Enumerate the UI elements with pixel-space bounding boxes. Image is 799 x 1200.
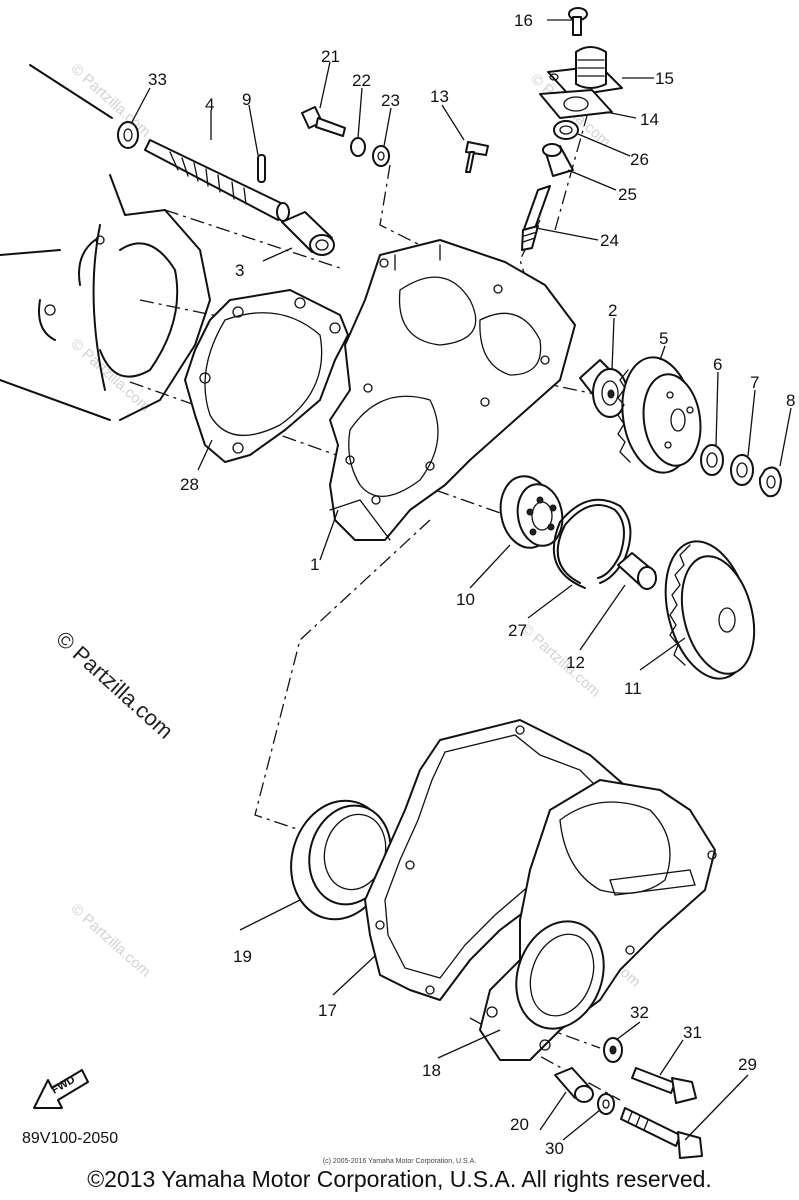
callout-20: 20 [510,1115,529,1134]
callout-11: 11 [624,679,642,698]
callout-4: 4 [205,95,214,114]
callout-15: 15 [655,69,674,88]
part-16-screw [568,7,588,36]
callout-14: 14 [640,110,659,129]
part-7-washer [730,454,754,486]
engine-block-outline [0,64,211,421]
footer-copyright: ©2013 Yamaha Motor Corporation, U.S.A. A… [87,1166,712,1192]
callout-29: 29 [738,1055,757,1074]
tiny-credit: (c) 2005-2016 Yamaha Motor Corporation, … [322,1158,477,1165]
callout-8: 8 [786,391,795,410]
part-28-gasket [184,289,349,463]
callout-7: 7 [750,373,759,392]
callout-17: 17 [318,1001,337,1020]
callout-2: 2 [608,301,617,320]
part-25-bushing [542,143,574,177]
part-9-pin [257,154,266,183]
callout-9: 9 [242,90,251,109]
callout-5: 5 [659,329,668,348]
part-27-circlip [552,498,632,589]
callout-21: 21 [321,47,340,66]
callout-16: 16 [514,11,533,30]
callout-1: 1 [310,555,319,574]
part-19-seal [290,799,392,921]
watermark-text: © Partzilla.com [67,335,153,415]
part-22-spring-washer [350,137,366,157]
callout-33: 33 [148,70,167,89]
part-3-collar [281,211,335,256]
callout-numbers: 33 4 9 3 21 22 23 13 16 15 14 26 25 24 2… [148,11,795,1158]
part-12-dowel [617,552,657,590]
part-8-circlip [758,466,782,498]
callout-6: 6 [713,355,722,374]
part-29-bolt [620,1107,703,1159]
part-1-case [329,239,576,541]
part-26-seal [553,120,579,140]
part-33-washer [117,121,139,149]
watermark-text: © Partzilla.com [67,900,153,980]
callout-30: 30 [545,1139,564,1158]
part-15-flange [547,46,623,97]
callout-19: 19 [233,947,252,966]
leader-lines [131,19,792,1141]
part-6-lock-washer [700,444,724,476]
callout-26: 26 [630,150,649,169]
callout-25: 25 [618,185,637,204]
diagram-code: 89V100-2050 [22,1130,119,1147]
part-21-bolt [301,106,346,137]
part-30-washer [597,1093,615,1115]
callout-28: 28 [180,475,199,494]
callout-3: 3 [235,261,244,280]
part-32-washer [603,1037,623,1063]
callout-27: 27 [508,621,527,640]
callout-31: 31 [683,1023,702,1042]
part-24-worm-shaft [521,185,551,251]
part-11-gear [664,540,756,680]
part-18-cover [479,779,717,1061]
callout-23: 23 [381,91,400,110]
part-23-washer [372,145,390,167]
callout-32: 32 [630,1003,649,1022]
fwd-arrow-icon: FWD [33,1069,89,1109]
callout-10: 10 [456,590,475,609]
part-13-screw [465,141,489,173]
part-31-bolt [631,1067,697,1104]
callout-24: 24 [600,231,619,250]
callout-13: 13 [430,87,449,106]
callout-18: 18 [422,1061,441,1080]
part-10-bearing [499,475,564,549]
callout-12: 12 [566,653,585,672]
watermark-text: © Partzilla.com [517,620,603,700]
part-20-dowel [554,1067,594,1103]
part-2-bearing [579,359,628,418]
part-14-gasket [539,89,613,119]
part-4-shaft [144,139,290,222]
part-5-gear [617,356,702,474]
callout-22: 22 [352,71,371,90]
watermark-text: © Partzilla.com [67,60,153,140]
